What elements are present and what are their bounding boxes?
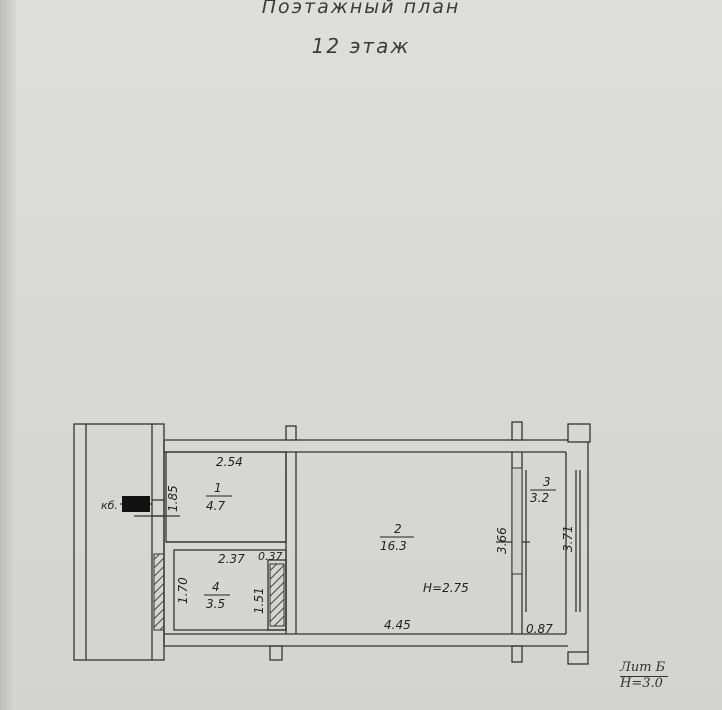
- room4-number: 4: [212, 580, 220, 594]
- shaft-marker: [122, 496, 150, 512]
- room1-number: 1: [214, 481, 222, 495]
- dim-room3-width: 0.87: [526, 622, 553, 636]
- room3-area: 3.2: [530, 491, 549, 505]
- dim-room1-height: 1.85: [166, 485, 180, 512]
- ceiling-height: H=2.75: [423, 581, 469, 595]
- room3-number: 3: [543, 475, 551, 489]
- dim-room3-height: 3.71: [561, 525, 575, 552]
- window-frame: [511, 467, 523, 575]
- dim-room4-width: 2.37: [218, 552, 245, 566]
- hatched-niche: [269, 563, 285, 627]
- lit-stamp: Лит Б H=3.0: [620, 661, 668, 691]
- dim-room1-width: 2.54: [216, 455, 243, 469]
- page-title: Поэтажный план: [261, 0, 461, 18]
- page-edge: [0, 0, 16, 710]
- room2-number: 2: [394, 522, 402, 536]
- room4-area: 3.5: [206, 597, 225, 611]
- shaft-label: кб.: [101, 499, 118, 512]
- dim-room4-height-right: 1.51: [252, 587, 266, 614]
- room2-area: 16.3: [380, 539, 407, 553]
- lit-height: H=3.0: [620, 676, 663, 691]
- dim-room2-width: 4.45: [384, 618, 411, 632]
- room1-area: 4.7: [206, 499, 225, 513]
- dim-room2-height: 3.66: [495, 527, 509, 554]
- lit-label: Лит Б: [620, 661, 668, 677]
- dim-room4-niche: 0.37: [258, 550, 283, 563]
- floor-label: 12 этаж: [311, 34, 411, 58]
- left-outer-wall: [73, 423, 165, 661]
- dim-room4-height: 1.70: [176, 577, 190, 604]
- hatched-wall-left: [153, 553, 165, 631]
